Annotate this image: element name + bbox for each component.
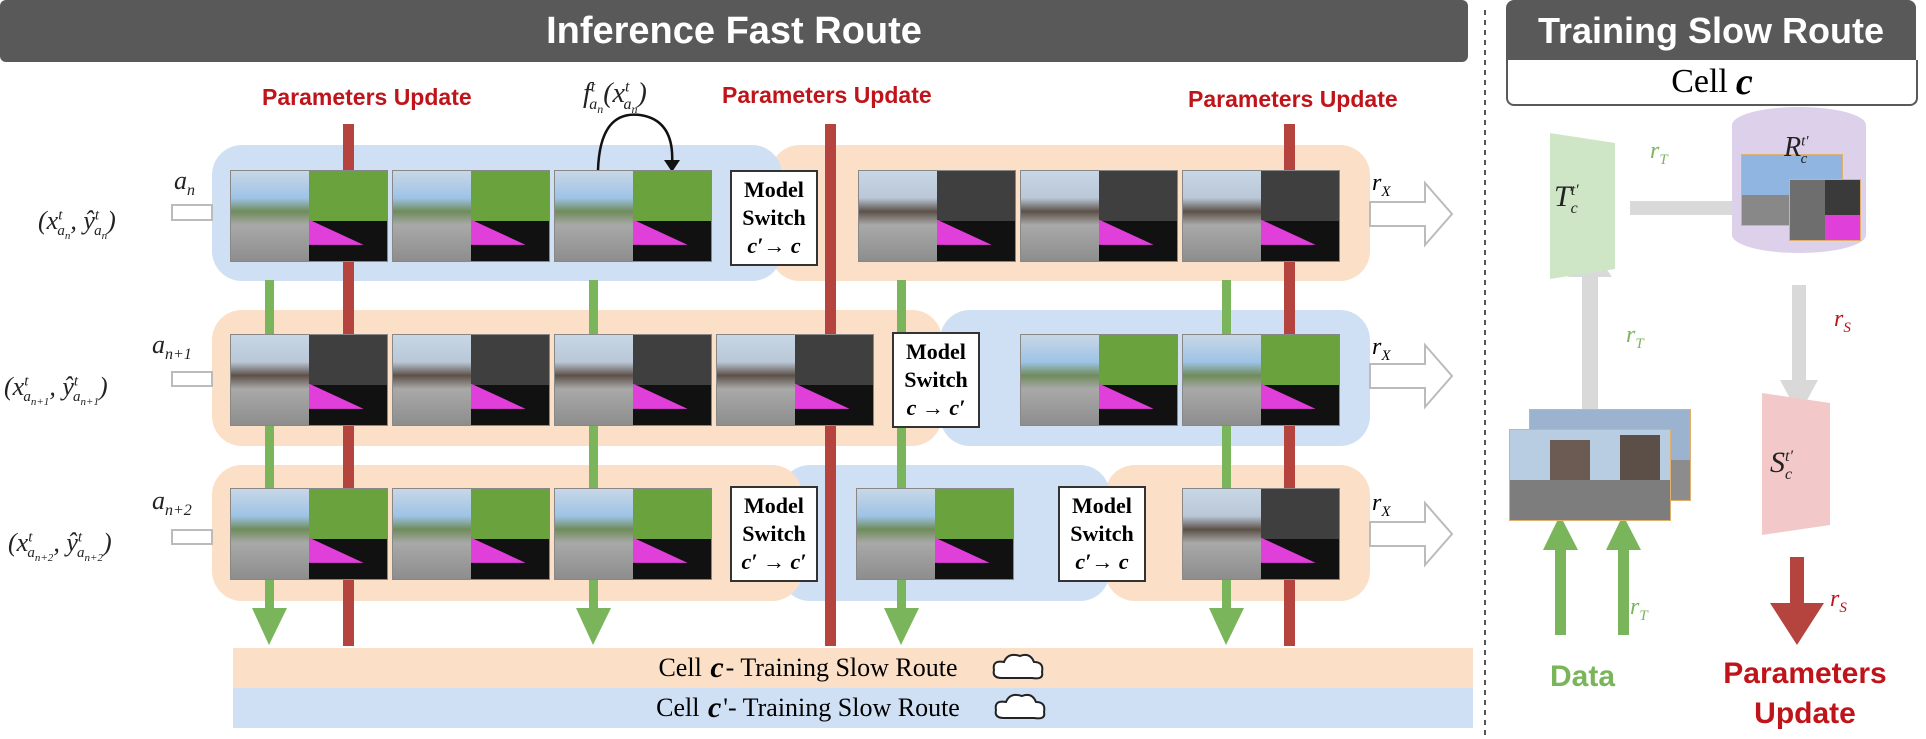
slow-route-1-sym: c (710, 651, 724, 684)
frame-thumbnail (716, 334, 874, 426)
cell-symbol: c (1735, 61, 1753, 103)
r-t-label-top: rT (1650, 138, 1668, 168)
training-route-diagram (1509, 107, 1866, 645)
row1-rx: rX (1372, 170, 1391, 200)
frame-thumbnail (392, 170, 550, 262)
switch-3-line3: c′ → c′ (741, 549, 807, 574)
student-label: St′c (1770, 446, 1793, 483)
frame-thumbnail (1182, 334, 1340, 426)
row2-pair: (xtan+1, ŷtan+1) (4, 372, 108, 409)
teacher-shape (1550, 133, 1615, 279)
switch-2-line3: c → c′ (906, 395, 966, 420)
data-image-stack (1509, 409, 1691, 521)
frame-thumbnail (1182, 488, 1340, 580)
replay-label: Rt′c (1784, 132, 1809, 167)
inference-header: Inference Fast Route (0, 0, 1468, 62)
params-update-label-1: Parameters Update (262, 84, 472, 110)
cloud-icon (994, 693, 1046, 720)
row-output-arrows (1369, 180, 1454, 568)
switch-4-line2: Switch (1070, 521, 1134, 546)
params-update-label-3: Parameters Update (1188, 86, 1398, 112)
slow-route-1-pre: Cell (658, 653, 702, 682)
frame-thumbnail (392, 488, 550, 580)
switch-4-line1: Model (1072, 493, 1132, 518)
training-header: Training Slow Route (1506, 0, 1916, 62)
slow-route-2-pre: Cell (656, 693, 700, 722)
frame-thumbnail (1020, 334, 1178, 426)
frame-thumbnail (230, 488, 388, 580)
model-switch-2: Model Switch c → c′ (892, 332, 980, 428)
row-input-arrows (171, 204, 213, 545)
row2-rx: rX (1372, 334, 1391, 364)
f-symbol: f (583, 78, 591, 109)
frame-thumbnail (392, 334, 550, 426)
r-s-label-bottom: rS (1830, 586, 1847, 616)
switch-1-line1: Model (744, 177, 804, 202)
row1-agent: an (174, 166, 195, 200)
f-subsub: n (597, 101, 604, 116)
f-sup: t (590, 78, 596, 96)
frame-thumbnail (858, 170, 1016, 262)
cell-c-slow-route-bar: Cell c- Training Slow Route (233, 648, 1473, 688)
params-update-right-l1: Parameters (1723, 657, 1887, 690)
green-data-arrows (252, 280, 1244, 645)
switch-3-line2: Switch (742, 521, 806, 546)
teacher-label: Tt′c (1554, 180, 1579, 217)
model-switch-4: Model Switch c′→ c (1058, 486, 1146, 582)
frame-thumbnail (856, 488, 1014, 580)
model-switch-1: Model Switch c′→ c (730, 170, 818, 266)
frame-thumbnail (554, 170, 712, 262)
slow-route-2-sym: c (707, 691, 722, 724)
student-shape (1762, 393, 1830, 535)
frame-thumbnail (554, 488, 712, 580)
f-sub: a (589, 95, 598, 113)
row3-agent: an+2 (152, 486, 192, 520)
switch-3-line1: Model (744, 493, 804, 518)
row1-pair: (xtan, ŷtan) (38, 206, 116, 243)
frame-thumbnail (1020, 170, 1178, 262)
frame-thumbnail (1182, 170, 1340, 262)
row2-agent: an+1 (152, 330, 192, 364)
switch-2-line1: Model (906, 339, 966, 364)
params-update-label-2: Parameters Update (722, 82, 932, 108)
frame-thumbnail (230, 170, 388, 262)
slow-route-1-post: - Training Slow Route (725, 653, 958, 682)
frame-thumbnail (230, 334, 388, 426)
switch-2-line2: Switch (904, 367, 968, 392)
frame-thumbnail (554, 334, 712, 426)
switch-4-line3: c′→ c (1075, 549, 1129, 574)
cloud-icon (992, 653, 1043, 680)
cell-label: Cell (1671, 63, 1728, 100)
data-label: Data (1550, 660, 1616, 693)
cell-c-box: Cell c (1506, 60, 1918, 106)
r-s-label-mid: rS (1834, 306, 1851, 336)
model-function-label: ftan(xtan) (583, 78, 647, 116)
f-arg: (x (603, 78, 625, 109)
switch-1-line3: c′→ c (747, 233, 801, 258)
params-update-right-label: Parameters Update (1700, 654, 1910, 734)
route-separator (1484, 10, 1486, 739)
r-t-label-bottom: rT (1630, 594, 1648, 624)
r-t-label-mid: rT (1626, 322, 1644, 352)
row3-rx: rX (1372, 490, 1391, 520)
params-update-right-l2: Update (1754, 697, 1856, 730)
row3-pair: (xtan+2, ŷtan+2) (8, 528, 112, 565)
switch-1-line2: Switch (742, 205, 806, 230)
slow-route-2-post: '- Training Slow Route (723, 693, 960, 722)
cell-c-prime-slow-route-bar: Cell c'- Training Slow Route (233, 688, 1473, 728)
model-switch-3: Model Switch c′ → c′ (730, 486, 818, 582)
replay-images (1741, 154, 1861, 241)
